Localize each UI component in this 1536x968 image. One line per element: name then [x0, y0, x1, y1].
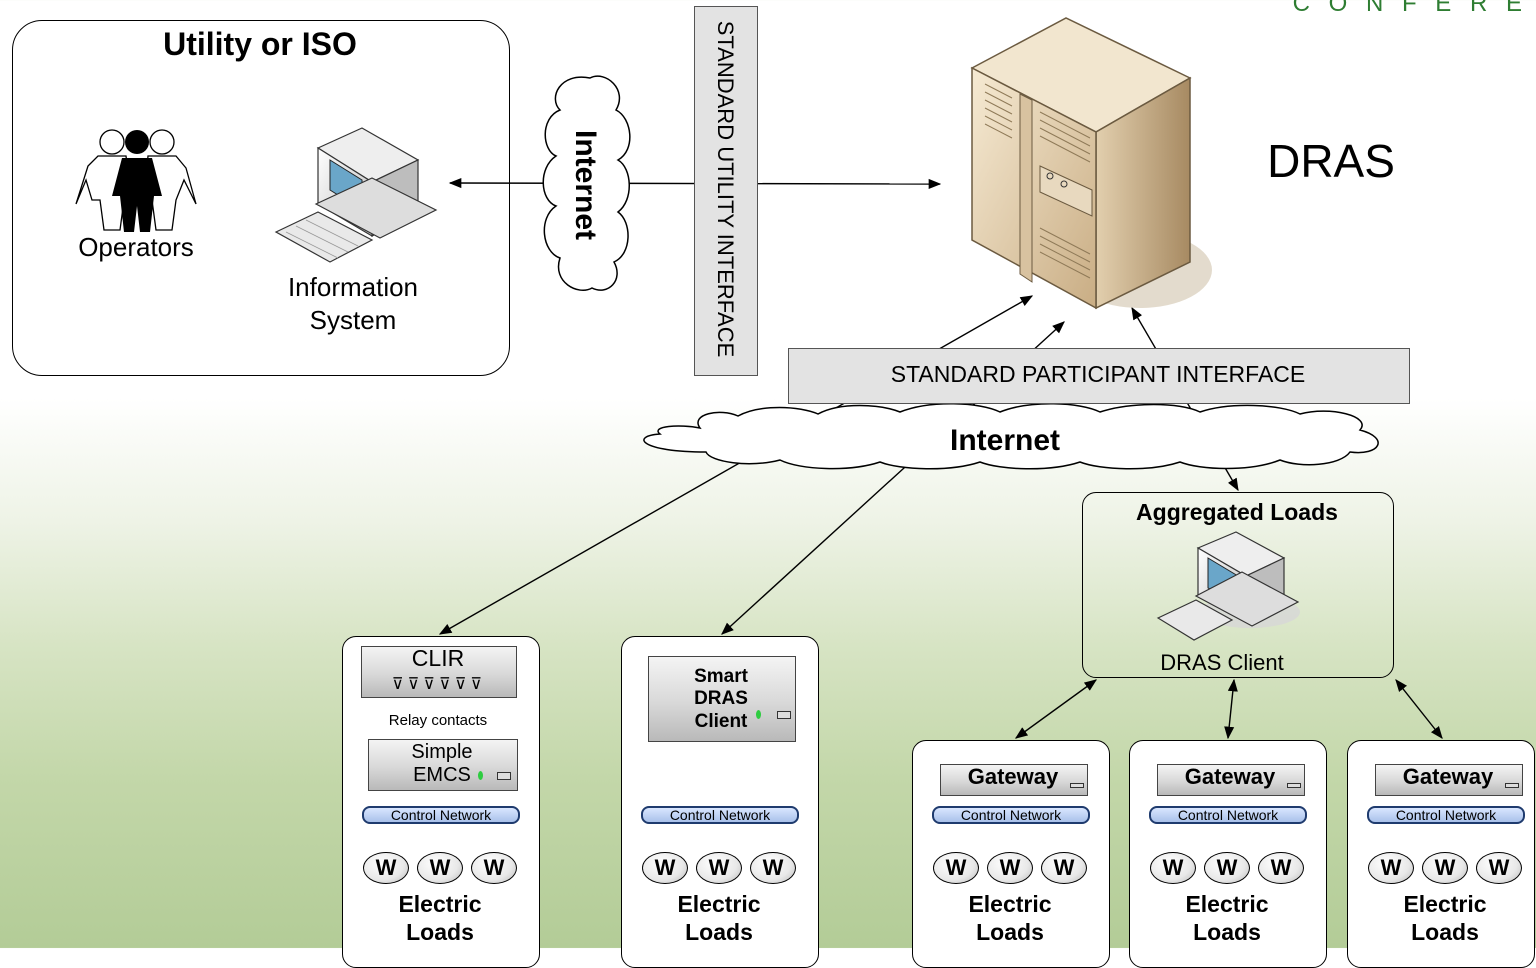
diagram-canvas [75, 17, 1447, 806]
agg-gw2-link [1224, 678, 1238, 740]
load-w-icon: W [471, 852, 517, 884]
loads-label: Loads [685, 919, 753, 945]
standard-utility-interface-panel [694, 6, 758, 376]
emcs-line1: Simple [411, 741, 473, 763]
load-w-icon: W [1368, 852, 1414, 884]
gateway-label: Gateway [1184, 764, 1276, 789]
load-w-icon: W [363, 852, 409, 884]
loads-label: Loads [406, 919, 474, 945]
internet-vertical-label: Internet [569, 129, 602, 240]
gateway-slot [1287, 783, 1301, 788]
load-w-icon: W [1041, 852, 1087, 884]
gateway-device [1157, 764, 1305, 796]
load-w-icon: W [696, 852, 742, 884]
load-w-icon: W [1422, 852, 1468, 884]
aggregated-loads-box [1082, 492, 1394, 678]
gateway-label: Gateway [1402, 764, 1494, 789]
control-network-bar: Control Network [932, 806, 1090, 824]
clir-relay-icons: ⊽⊽⊽⊽⊽⊽ [391, 676, 487, 693]
simple-emcs-device [368, 739, 518, 791]
agg-gw3-link [1395, 679, 1443, 739]
information-system-pc-icon [274, 127, 438, 263]
standard-participant-interface-label: STANDARD PARTICIPANT INTERFACE [890, 361, 1306, 387]
load-w-icon: W [987, 852, 1033, 884]
info-system-label-1: Information [287, 272, 419, 302]
cloud-vertical [542, 75, 631, 291]
control-network-bar: Control Network [641, 806, 799, 824]
electric-label: Electric [1403, 891, 1487, 917]
smart-led [756, 710, 761, 719]
gateway-device [940, 764, 1088, 796]
load-w-icon: W [1204, 852, 1250, 884]
aggregated-pc-icon [1156, 531, 1300, 641]
operators-icon [75, 129, 197, 232]
standard-utility-interface-label: STANDARD UTILITY INTERFACE [713, 20, 738, 358]
loads-label: Loads [1193, 919, 1261, 945]
load-w-icon: W [1258, 852, 1304, 884]
dras-label: DRAS [1267, 135, 1395, 187]
control-network-bar: Control Network [1149, 806, 1307, 824]
electric-label: Electric [1185, 891, 1269, 917]
dras-server-icon [970, 17, 1212, 310]
gateway-slot [1505, 783, 1519, 788]
loads-label: Loads [1411, 919, 1479, 945]
loads-label: Loads [976, 919, 1044, 945]
load-w-icon: W [1476, 852, 1522, 884]
operators-label: Operators [78, 232, 194, 262]
gateway-slot [1070, 783, 1084, 788]
load-w-icon: W [642, 852, 688, 884]
load-w-icon: W [1150, 852, 1196, 884]
load-w-icon: W [933, 852, 979, 884]
control-network-bar: Control Network [362, 806, 520, 824]
electric-label: Electric [677, 891, 761, 917]
emcs-line2: EMCS [413, 764, 471, 786]
relay-contacts-label: Relay contacts [388, 712, 488, 729]
electric-label: Electric [968, 891, 1052, 917]
smart-slot [777, 711, 791, 719]
clir-label: CLIR [411, 645, 465, 671]
aggregated-loads-title: Aggregated Loads [1136, 499, 1338, 525]
clir-device [361, 646, 517, 698]
gateway-device [1375, 764, 1523, 796]
load-w-icon: W [750, 852, 796, 884]
dras-client-label: DRAS Client [1160, 650, 1284, 675]
emcs-slot [497, 772, 511, 780]
gateway-label: Gateway [967, 764, 1059, 789]
internet-horizontal-label: Internet [949, 424, 1060, 457]
control-network-bar: Control Network [1367, 806, 1525, 824]
smart-dras-client-device [648, 656, 796, 742]
cloud-horizontal [643, 403, 1379, 470]
info-system-label-2: System [309, 305, 397, 335]
load-w-icon: W [417, 852, 463, 884]
standard-participant-interface-panel [788, 348, 1410, 404]
utility-box [12, 20, 510, 376]
agg-gw1-link [1014, 679, 1098, 739]
header-fragment: C O N F E R E [1292, 0, 1528, 17]
smart-line1: Smart [694, 666, 748, 687]
smart-line2: DRAS [694, 688, 748, 709]
electric-label: Electric [398, 891, 482, 917]
utility-title: Utility or ISO [163, 26, 357, 62]
smart-line3: Client [694, 711, 748, 732]
emcs-led [478, 771, 483, 780]
